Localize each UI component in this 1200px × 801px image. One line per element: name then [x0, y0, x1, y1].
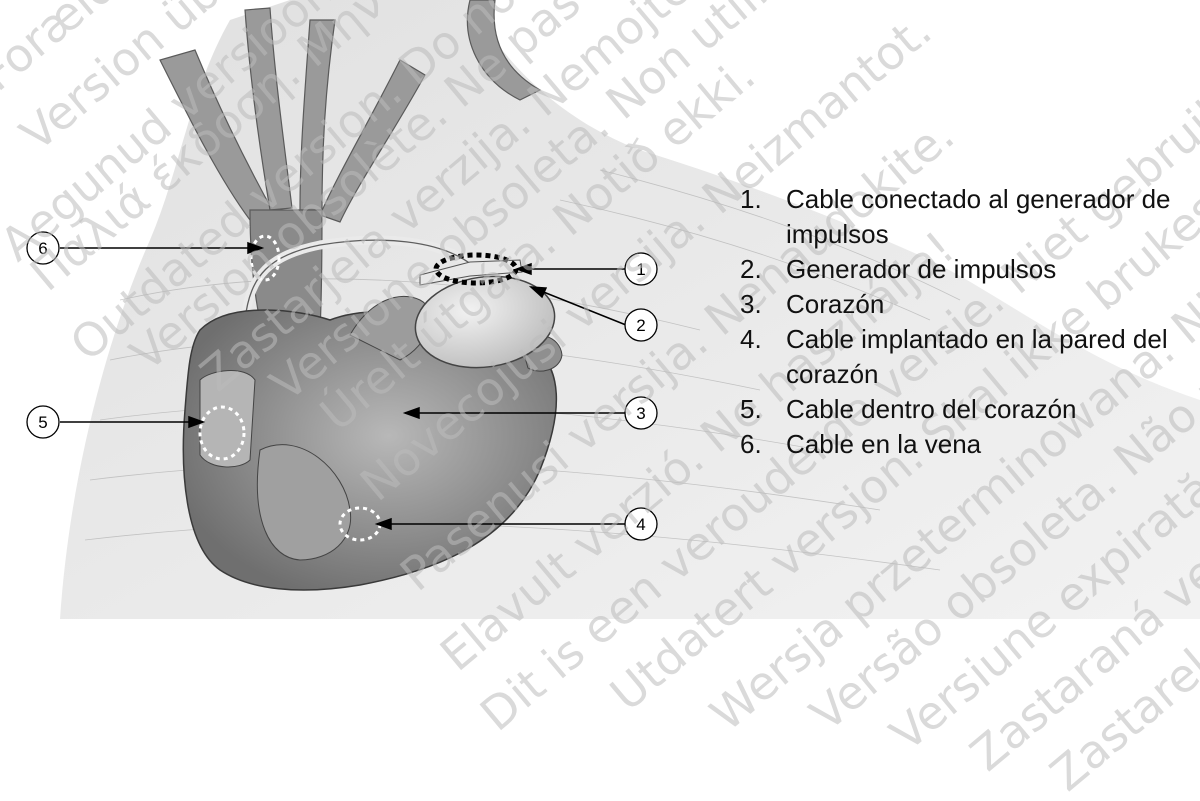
legend-number: 2.: [740, 252, 786, 287]
legend-item: 6.Cable en la vena: [740, 427, 1200, 462]
legend-item: 4.Cable implantado en la pared del coraz…: [740, 322, 1200, 392]
legend-text: Cable en la vena: [786, 427, 1200, 462]
legend-text: Cable implantado en la pared del corazón: [786, 322, 1200, 392]
callout-number-1: 1: [636, 260, 645, 279]
callout-number-3: 3: [636, 404, 645, 423]
callout-number-2: 2: [636, 316, 645, 335]
legend-text: Cable conectado al generador de impulsos: [786, 182, 1200, 252]
callout-number-6: 6: [38, 239, 47, 258]
legend-list: 1.Cable conectado al generador de impuls…: [740, 182, 1200, 462]
legend-item: 5.Cable dentro del corazón: [740, 392, 1200, 427]
legend-item: 3.Corazón: [740, 287, 1200, 322]
legend-item: 2.Generador de impulsos: [740, 252, 1200, 287]
legend-number: 3.: [740, 287, 786, 322]
callout-number-5: 5: [38, 413, 47, 432]
legend-text: Generador de impulsos: [786, 252, 1200, 287]
legend-text: Corazón: [786, 287, 1200, 322]
legend-text: Cable dentro del corazón: [786, 392, 1200, 427]
legend-number: 1.: [740, 182, 786, 252]
legend-item: 1.Cable conectado al generador de impuls…: [740, 182, 1200, 252]
callout-number-4: 4: [636, 515, 645, 534]
legend-number: 6.: [740, 427, 786, 462]
legend-number: 5.: [740, 392, 786, 427]
legend-number: 4.: [740, 322, 786, 392]
